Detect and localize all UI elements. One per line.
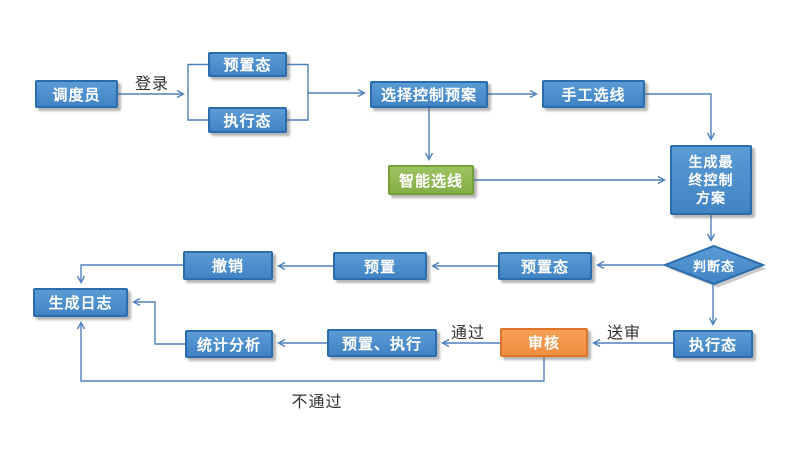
- node-preset-state-top: 预置态: [208, 52, 287, 77]
- edge-label-pass: 通过: [450, 325, 485, 342]
- node-smart-line-selection: 智能选线: [388, 165, 474, 195]
- connector-bracket-left: [187, 63, 208, 121]
- connector-review-fail-to-log: [76, 321, 545, 382]
- connector-stats-to-log: [132, 297, 185, 345]
- node-preset-execute: 预置、执行: [327, 329, 437, 357]
- edge-label-not-pass: 不通过: [291, 394, 343, 411]
- node-preset: 预置: [333, 252, 427, 280]
- node-dispatcher: 调度员: [35, 80, 118, 108]
- node-select-control-plan: 选择控制预案: [370, 81, 488, 108]
- node-generate-log: 生成日志: [33, 288, 128, 317]
- edge-label-submit-for-review: 送审: [606, 325, 641, 342]
- connector-undo-to-log: [76, 264, 183, 284]
- final-plan-line-1: 生成最: [688, 153, 734, 170]
- final-plan-line-3: 方案: [696, 190, 726, 207]
- node-judge-state-label: 判断态: [692, 258, 735, 274]
- connector-manual-to-final: [645, 93, 716, 141]
- connector-bracket-right: [287, 63, 309, 121]
- node-undo: 撤销: [183, 251, 273, 280]
- node-final-control-plan: 生成最 终控制 方案: [670, 145, 752, 215]
- node-exec-state-top: 执行态: [208, 107, 287, 133]
- node-exec-state-bottom: 执行态: [673, 330, 753, 358]
- final-plan-line-2: 终控制: [688, 171, 734, 188]
- edge-label-login: 登录: [134, 76, 169, 93]
- node-manual-line-selection: 手工选线: [542, 80, 645, 108]
- node-review: 审核: [500, 328, 588, 357]
- node-statistical-analysis: 统计分析: [185, 330, 273, 358]
- node-judge-state-shape: [662, 244, 766, 286]
- node-preset-state-mid: 预置态: [498, 252, 592, 280]
